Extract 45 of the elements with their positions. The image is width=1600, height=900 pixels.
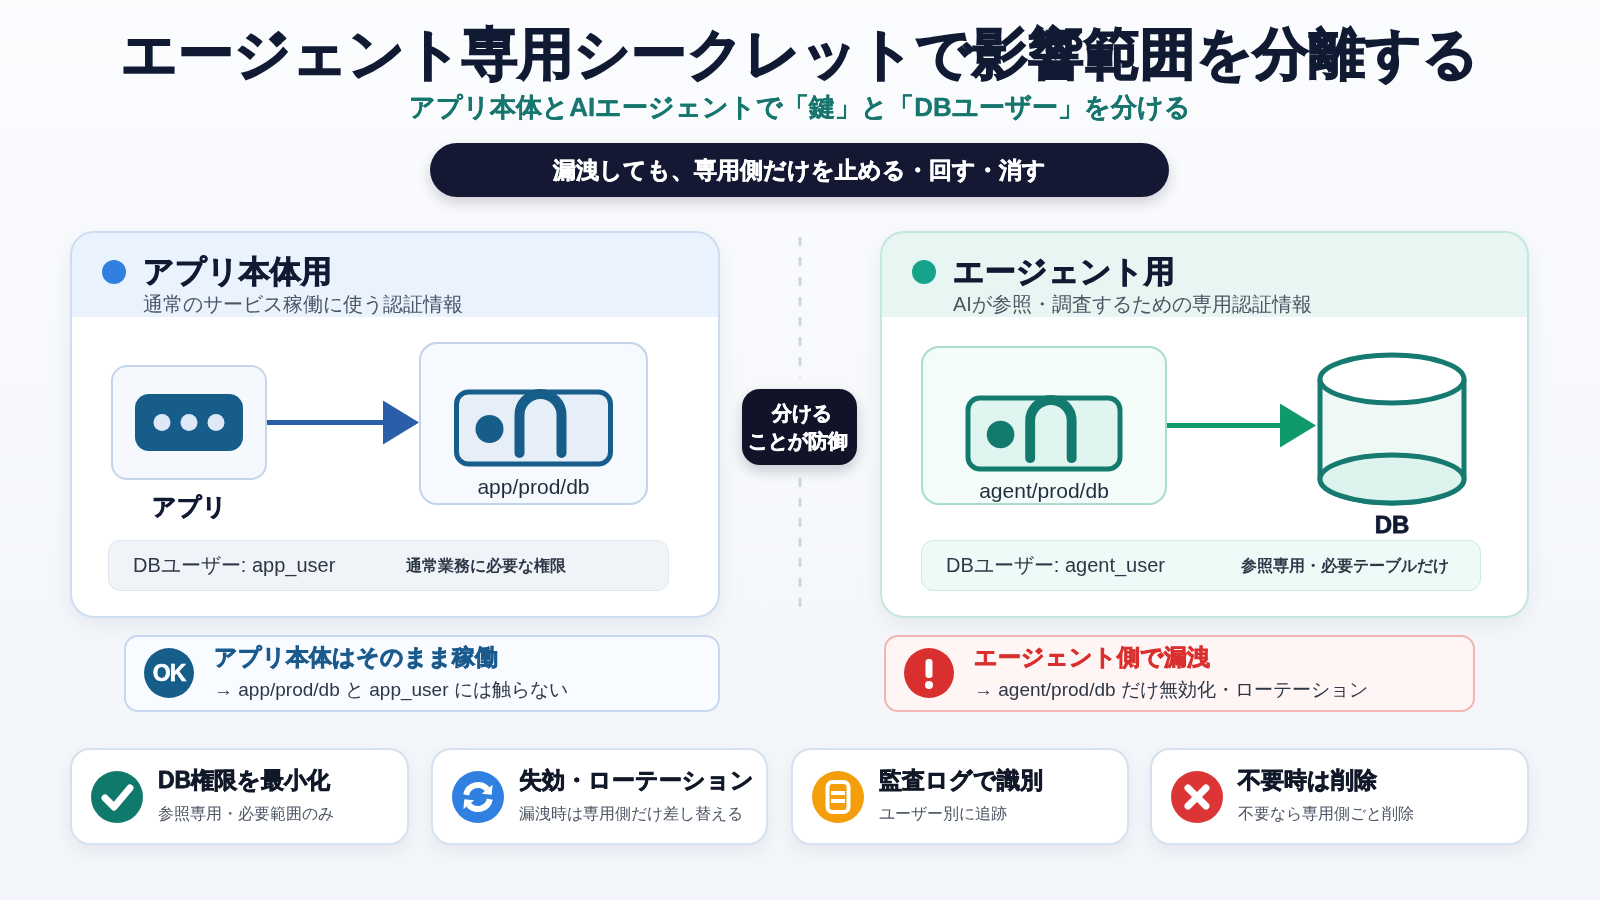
panel-heading: エージェント用 [953,253,1175,291]
title: エージェント専用シークレットで影響範囲を分離する [121,20,1479,87]
db-user-label: DBユーザー: agent_user [946,553,1165,578]
callout-badge: 分けることが防御 [742,389,857,465]
secret-path: app/prod/db [477,473,590,500]
card-title: DB権限を最小化 [158,766,331,795]
app-box [111,365,267,480]
permission-note: 通常業務に必要な権限 [406,555,566,576]
ok-badge: OK [144,648,194,698]
panel-subheading: 通常のサービス稼働に使う認証情報 [143,292,463,317]
panel-subheading: AIが参照・調査するための専用認証情報 [953,292,1312,317]
status-text: → agent/prod/db だけ無効化・ローテーション [974,677,1368,702]
section-panel [880,231,1529,618]
db-user-row [921,540,1481,591]
arrow [1167,403,1316,448]
db-user-label: DBユーザー: app_user [133,553,336,578]
card-title: 不要時は削除 [1238,766,1377,795]
feature-card [431,748,768,845]
card-title: 監査ログで識別 [879,766,1043,795]
secret-box [419,342,648,505]
feature-card [1150,748,1529,845]
section-panel [70,231,720,618]
secret-box [921,346,1167,505]
db-user-row [108,540,669,591]
panel-heading: アプリ本体用 [143,253,332,291]
node-caption: DB [1374,509,1410,540]
feature-card [70,748,409,845]
database-cylinder [1316,351,1468,507]
card-title: 失効・ローテーション [519,766,754,795]
status-box [884,635,1475,712]
card-text: ユーザー別に追跡 [879,803,1007,824]
node-caption: アプリ [151,491,227,522]
card-text: 参照専用・必要範囲のみ [158,803,334,824]
permission-note: 参照専用・必要テーブルだけ [1241,555,1449,576]
feature-card [791,748,1129,845]
card-text: 漏洩時は専用側だけ差し替える [519,803,743,824]
status-box [124,635,720,712]
subtitle: アプリ本体とAIエージェントで「鍵」と「DBユーザー」を分ける [409,91,1191,124]
secret-path: agent/prod/db [979,477,1109,504]
status-heading: アプリ本体はそのまま稼働 [214,643,498,672]
status-text: → app/prod/db と app_user には触らない [214,677,568,702]
status-heading: エージェント側で漏洩 [974,643,1210,672]
banner: 漏洩しても、専用側だけを止める・回す・消す [430,143,1169,197]
card-text: 不要なら専用側ごと削除 [1238,803,1414,824]
arrow [267,400,419,445]
